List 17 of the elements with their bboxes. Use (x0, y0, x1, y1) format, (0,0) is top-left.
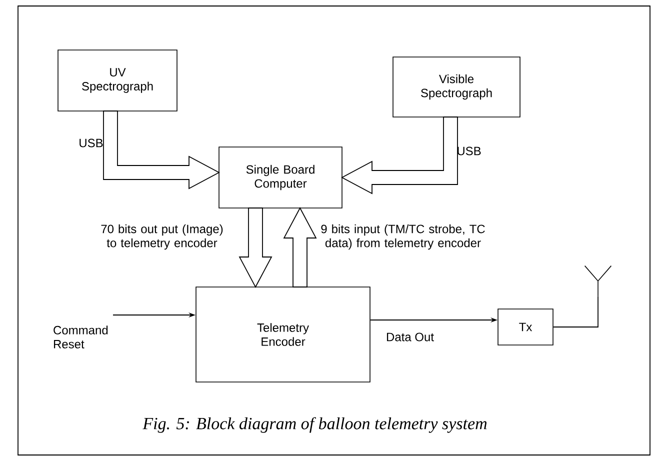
antenna-symbol (584, 265, 612, 297)
caption: Fig. 5: Block diagram of balloon telemetry system (142, 417, 487, 433)
hollow-arrow (341, 116, 458, 194)
block-box: Telemetry Encoder (196, 286, 370, 382)
hollow-arrow (238, 208, 272, 288)
hollow-arrow (283, 207, 317, 288)
edge-label: USB (80, 138, 103, 148)
connector-line (552, 296, 598, 328)
block-box: UV Spectrograph (58, 50, 178, 112)
edge-label: 70 bits out put (Image) to telemetry encoder (101, 224, 223, 250)
edge-label: Command Reset (54, 326, 108, 348)
block-box: Visible Spectrograph (392, 56, 520, 118)
edge-label: 9 bits input (TM/TC strobe, TC data) from telemetry encoder (321, 224, 485, 250)
block-box: Single Board Computer (218, 146, 342, 208)
edge-label: Data Out (386, 332, 434, 342)
block-box: Tx (498, 308, 554, 346)
hollow-arrow (103, 110, 220, 190)
